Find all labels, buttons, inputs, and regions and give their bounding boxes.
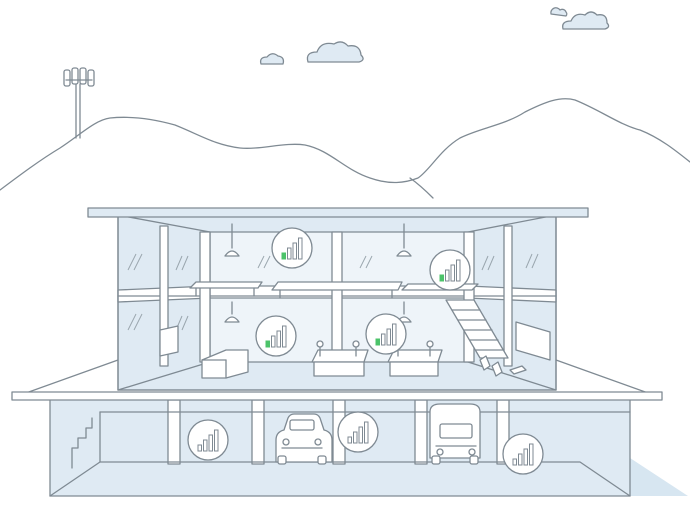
signal-bar (386, 328, 391, 346)
pillar (251, 399, 265, 465)
workstation-icon (311, 340, 369, 377)
cloud-icon (259, 53, 285, 65)
signal-bar (529, 443, 534, 466)
signal-bar (392, 323, 397, 346)
desk-icon (271, 281, 403, 299)
whiteboard-icon (515, 321, 551, 361)
signal-bar (375, 338, 380, 346)
signal-bar (347, 436, 352, 444)
ground-shadow (630, 458, 688, 496)
cloud-icon (306, 41, 364, 63)
signal-bar (512, 458, 517, 466)
signal-strength-icon (365, 313, 407, 355)
signal-strength-icon (271, 227, 313, 269)
slab-edge (11, 391, 663, 401)
signal-bar (197, 444, 202, 452)
signal-bar (292, 242, 297, 260)
staircase (445, 299, 509, 359)
hills (0, 98, 690, 191)
signal-bar (445, 269, 450, 282)
signal-bar (518, 453, 523, 466)
signal-strength-icon (429, 249, 471, 291)
signal-bar (523, 448, 528, 466)
pillar (167, 399, 181, 465)
cell-tower-icon (63, 67, 95, 139)
signal-bar (271, 335, 276, 348)
signal-bar (381, 333, 386, 346)
van-icon (429, 403, 481, 465)
signal-bar (203, 439, 208, 452)
signal-badges (187, 227, 544, 475)
signal-bar (450, 264, 455, 282)
ceiling-lamp-icon (224, 301, 240, 323)
signal-strength-icon (337, 411, 379, 453)
signal-bar (439, 274, 444, 282)
signal-bar (208, 434, 213, 452)
garage-level (49, 397, 631, 497)
hill-edge (409, 177, 434, 199)
signal-strength-icon (502, 433, 544, 475)
signal-bar (276, 330, 281, 348)
cloud-icon (562, 11, 610, 30)
signal-strength-icon (255, 315, 297, 357)
signal-strength-icon (187, 419, 229, 461)
ceiling-lamp-icon (224, 223, 240, 257)
signal-bar (353, 431, 358, 444)
car-icon (275, 413, 333, 465)
ceiling-lamp-icon (396, 223, 412, 257)
lounge-chair-icon (479, 355, 527, 377)
signal-bar (281, 252, 286, 260)
signal-bar (358, 426, 363, 444)
cloud-icon (550, 7, 568, 17)
roof (87, 207, 589, 218)
signal-bar (298, 237, 303, 260)
signal-bar (364, 421, 369, 444)
pillar (414, 399, 428, 465)
partition (159, 325, 179, 357)
signal-bar (265, 340, 270, 348)
signal-bar (287, 247, 292, 260)
sofa-icon (201, 349, 249, 379)
signal-bar (282, 325, 287, 348)
desk-icon (189, 281, 263, 297)
signal-bar (214, 429, 219, 452)
signal-bar (456, 259, 461, 282)
